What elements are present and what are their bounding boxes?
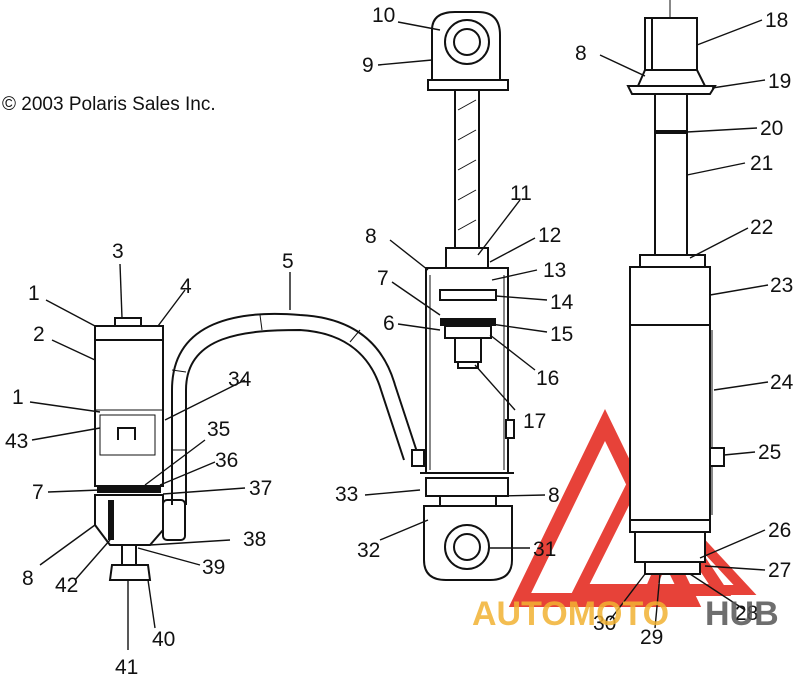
callout-23: 23	[770, 274, 793, 297]
callout-29: 29	[640, 626, 663, 649]
center-shock	[411, 11, 515, 581]
callout-26: 26	[768, 519, 791, 542]
callout-5: 5	[282, 250, 294, 273]
callout-1b: 1	[12, 386, 24, 409]
callout-22: 22	[750, 216, 773, 239]
callout-37: 37	[249, 477, 272, 500]
callout-25: 25	[758, 441, 781, 464]
watermark-text-left: AUTOMOTO	[472, 595, 669, 633]
callout-9: 9	[362, 54, 374, 77]
callout-18: 18	[765, 9, 788, 32]
callout-30: 30	[593, 612, 616, 635]
callout-8b: 8	[365, 225, 377, 248]
callout-7b: 7	[377, 267, 389, 290]
callout-20: 20	[760, 117, 783, 140]
callout-15: 15	[550, 323, 573, 346]
right-shock	[626, 0, 725, 575]
hose	[171, 312, 419, 505]
callout-1a: 1	[28, 282, 40, 305]
callout-12: 12	[538, 224, 561, 247]
callout-13: 13	[543, 259, 566, 282]
callout-41: 41	[115, 656, 138, 678]
callout-2: 2	[33, 323, 45, 346]
callout-10: 10	[372, 4, 395, 27]
watermark-text-right: HUB	[705, 595, 779, 633]
callout-31: 31	[533, 538, 556, 561]
callout-11: 11	[510, 182, 532, 205]
callout-8c: 8	[548, 484, 560, 507]
callout-14: 14	[550, 291, 574, 314]
callout-28: 28	[735, 602, 758, 625]
callout-8d: 8	[575, 42, 587, 65]
callout-19: 19	[768, 70, 791, 93]
callout-8a: 8	[22, 567, 34, 590]
callout-21: 21	[750, 152, 773, 175]
callout-39: 39	[202, 556, 225, 579]
callout-35: 35	[207, 418, 230, 441]
callout-16: 16	[536, 367, 559, 390]
callout-33: 33	[335, 483, 358, 506]
copyright-notice: © 2003 Polaris Sales Inc.	[2, 94, 216, 115]
callout-labels: 1 2 3 4 5 1 43 34 35 36 7 37 8 38 39 42 …	[5, 4, 794, 678]
callout-3: 3	[112, 240, 124, 263]
callout-4: 4	[180, 275, 192, 298]
callout-17: 17	[523, 410, 546, 433]
callout-6: 6	[383, 312, 395, 335]
leader-lines	[29, 19, 769, 650]
callout-40: 40	[152, 628, 175, 651]
callout-27: 27	[768, 559, 791, 582]
callout-24: 24	[770, 371, 794, 394]
callout-32: 32	[357, 539, 380, 562]
callout-38: 38	[243, 528, 266, 551]
watermark-text: AUTOMOTO HUB	[472, 595, 779, 633]
callout-43: 43	[5, 430, 28, 453]
callout-34: 34	[228, 368, 252, 391]
callout-42: 42	[55, 574, 78, 597]
callout-7a: 7	[32, 481, 44, 504]
reservoir-assembly	[94, 317, 186, 581]
callout-36: 36	[215, 449, 238, 472]
